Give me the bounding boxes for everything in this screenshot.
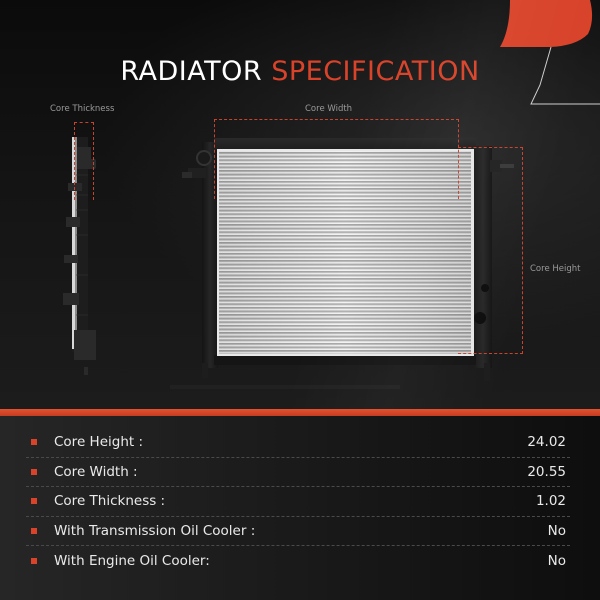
spec-label: Core Height : [54,434,144,451]
spec-row-core-height: Core Height : 24.02 [26,428,570,458]
bullet-icon [31,468,37,475]
radiator-side-view-image [63,137,96,375]
page-title: RADIATOR SPECIFICATION [0,56,600,87]
spec-label: Core Thickness : [54,493,166,510]
accent-divider [0,409,600,416]
spec-row-transmission-oil-cooler: With Transmission Oil Cooler : No [26,517,570,546]
spec-list: Core Height : 24.02 Core Width : 20.55 C… [26,428,570,576]
core-height-label: Core Height [530,264,581,274]
spec-row-engine-oil-cooler: With Engine Oil Cooler: No [26,546,570,576]
bullet-icon [31,557,37,564]
core-thickness-dimension-marker [74,122,94,200]
radiator-bottom-rail [214,355,476,365]
spec-label: With Engine Oil Cooler: [54,552,210,569]
decorative-accent-shape [500,0,600,105]
spec-row-core-width: Core Width : 20.55 [26,458,570,487]
title-accent: SPECIFICATION [271,56,480,87]
spec-value: 1.02 [535,493,566,510]
radiator-fittings [182,150,514,381]
core-height-dimension-marker [458,147,523,354]
spec-value: No [547,522,566,539]
title-primary: RADIATOR [120,56,263,87]
spec-label: With Transmission Oil Cooler : [54,522,256,539]
radiator-top-rail [214,138,476,150]
bullet-icon [31,527,37,534]
spec-row-core-thickness: Core Thickness : 1.02 [26,487,570,517]
core-thickness-label: Core Thickness [50,104,115,114]
spec-value: 20.55 [527,463,566,480]
bullet-icon [31,498,37,505]
radiator-right-tank [474,146,492,368]
spec-value: No [547,552,566,569]
radiator-core-fins [217,149,474,356]
spec-value: 24.02 [527,434,566,451]
bullet-icon [31,439,37,446]
spec-label: Core Width : [54,463,138,480]
core-width-label: Core Width [305,104,353,114]
core-width-dimension-marker [214,119,459,199]
radiator-reflection [170,385,400,389]
radiator-front-view-image [180,138,515,383]
product-image-panel: RADIATOR SPECIFICATION Core Thickness Co… [0,0,600,409]
radiator-left-tank [202,142,218,368]
specifications-panel: Core Height : 24.02 Core Width : 20.55 C… [0,416,600,600]
